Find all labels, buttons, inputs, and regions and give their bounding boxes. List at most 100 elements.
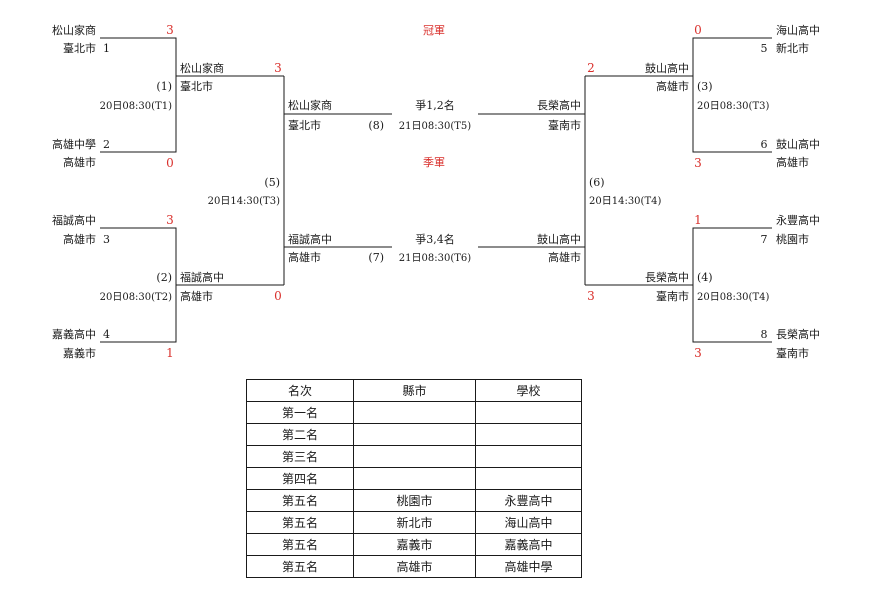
team-seed: 4 bbox=[103, 328, 110, 341]
match-time: 20日08:30(T2) bbox=[100, 292, 172, 303]
team-seed: 8 bbox=[761, 328, 768, 341]
team-school: 高雄中學 bbox=[52, 137, 96, 151]
team-score: 3 bbox=[694, 156, 702, 170]
team-score: 3 bbox=[166, 23, 174, 37]
match-winner-city: 高雄市 bbox=[180, 289, 213, 303]
team-seed-1: 松山家商 3 臺北市 1 bbox=[52, 23, 174, 55]
third-match-time: 21日08:30(T6) bbox=[399, 253, 471, 264]
ranking-rank: 第五名 bbox=[246, 533, 354, 556]
ranking-city bbox=[353, 423, 476, 446]
match-loser-number: (7) bbox=[368, 251, 384, 264]
match-loser-city: 高雄市 bbox=[288, 250, 321, 264]
match-winner-city: 高雄市 bbox=[656, 79, 689, 93]
match-winner-school: 長榮高中 bbox=[645, 270, 689, 284]
team-school: 松山家商 bbox=[52, 23, 96, 37]
team-seed-8: 8 長榮高中 3 臺南市 bbox=[694, 327, 820, 360]
team-seed: 5 bbox=[761, 42, 768, 55]
team-city: 嘉義市 bbox=[63, 346, 96, 360]
match-time: 20日08:30(T4) bbox=[697, 292, 769, 303]
champion-title: 冠軍 bbox=[423, 24, 445, 37]
team-score: 1 bbox=[166, 346, 174, 360]
team-school: 嘉義高中 bbox=[52, 327, 96, 341]
match-winner-school: 長榮高中 bbox=[537, 98, 581, 112]
match-time: 20日08:30(T1) bbox=[100, 101, 172, 112]
ranking-school bbox=[475, 445, 582, 468]
match-winner-number: (8) bbox=[368, 119, 384, 132]
team-score: 3 bbox=[166, 213, 174, 227]
third-place-title: 季軍 bbox=[423, 156, 445, 169]
match-winner-school: 鼓山高中 bbox=[645, 61, 689, 75]
ranking-school bbox=[475, 401, 582, 424]
ranking-city bbox=[353, 467, 476, 490]
table-row: 第三名 bbox=[246, 445, 582, 468]
ranking-city: 新北市 bbox=[353, 511, 476, 534]
ranking-rank: 第五名 bbox=[246, 489, 354, 512]
right-bracket-lines bbox=[478, 37, 772, 343]
match-time: 20日14:30(T4) bbox=[589, 196, 661, 207]
match-number: (6) bbox=[589, 176, 605, 189]
match-time: 20日14:30(T3) bbox=[208, 196, 280, 207]
ranking-school: 海山高中 bbox=[475, 511, 582, 534]
team-city: 高雄市 bbox=[776, 155, 809, 169]
match-number: (4) bbox=[697, 271, 713, 284]
team-seed: 3 bbox=[103, 233, 110, 246]
ranking-school: 永豐高中 bbox=[475, 489, 582, 512]
team-city: 高雄市 bbox=[63, 232, 96, 246]
team-city: 臺北市 bbox=[63, 41, 96, 55]
match-number: (3) bbox=[697, 80, 713, 93]
ranking-header-school: 學校 bbox=[475, 379, 582, 402]
table-row: 第五名 嘉義市 嘉義高中 bbox=[246, 533, 582, 556]
team-score: 0 bbox=[166, 156, 174, 170]
team-city: 臺南市 bbox=[776, 346, 809, 360]
match-loser-school: 鼓山高中 bbox=[537, 232, 581, 246]
team-seed-4: 嘉義高中 4 嘉義市 1 bbox=[52, 327, 174, 360]
match-number: (2) bbox=[156, 271, 172, 284]
ranking-header-rank: 名次 bbox=[246, 379, 354, 402]
match-winner-school: 松山家商 bbox=[180, 61, 224, 75]
team-school: 鼓山高中 bbox=[776, 137, 820, 151]
match-6: (6) 20日14:30(T4) 長榮高中 臺南市 鼓山高中 高雄市 bbox=[537, 98, 661, 264]
match-score: 3 bbox=[274, 61, 282, 75]
match-loser-school: 福誠高中 bbox=[288, 232, 332, 246]
match-4: 長榮高中 (4) 3 臺南市 20日08:30(T4) bbox=[587, 270, 769, 303]
team-school: 永豐高中 bbox=[776, 213, 820, 227]
team-seed-2: 高雄中學 2 高雄市 0 bbox=[52, 137, 174, 170]
match-loser-city: 高雄市 bbox=[548, 250, 581, 264]
match-winner-city: 臺南市 bbox=[548, 118, 581, 132]
table-row: 第五名 高雄市 高雄中學 bbox=[246, 555, 582, 578]
ranking-school bbox=[475, 467, 582, 490]
team-seed-5: 0 海山高中 5 新北市 bbox=[694, 23, 820, 55]
table-row: 第四名 bbox=[246, 467, 582, 490]
ranking-rank: 第五名 bbox=[246, 511, 354, 534]
match-3: 2 鼓山高中 高雄市 (3) 20日08:30(T3) bbox=[587, 61, 769, 112]
match-score: 0 bbox=[274, 289, 282, 303]
final-time: 21日08:30(T5) bbox=[399, 121, 471, 132]
team-school: 海山高中 bbox=[776, 23, 820, 37]
left-bracket-lines bbox=[100, 37, 392, 343]
final-label: 爭1,2名 bbox=[415, 98, 455, 112]
ranking-city: 嘉義市 bbox=[353, 533, 476, 556]
ranking-table: 名次 縣市 學校 第一名 第二名 第三名 第四名 第五名 桃園市 永 bbox=[246, 379, 582, 578]
team-school: 長榮高中 bbox=[776, 327, 820, 341]
match-time: 20日08:30(T3) bbox=[697, 101, 769, 112]
ranking-header-city: 縣市 bbox=[353, 379, 476, 402]
team-seed: 6 bbox=[761, 138, 768, 151]
match-winner-city: 臺北市 bbox=[180, 79, 213, 93]
third-match-label: 爭3,4名 bbox=[415, 232, 455, 246]
match-winner-city: 臺北市 bbox=[288, 118, 321, 132]
match-winner-school: 福誠高中 bbox=[180, 270, 224, 284]
table-row: 第一名 bbox=[246, 401, 582, 424]
ranking-city: 桃園市 bbox=[353, 489, 476, 512]
team-score: 3 bbox=[694, 346, 702, 360]
ranking-rank: 第四名 bbox=[246, 467, 354, 490]
ranking-rank: 第三名 bbox=[246, 445, 354, 468]
bracket-line-r1-m3 bbox=[692, 37, 772, 153]
table-row: 第五名 桃園市 永豐高中 bbox=[246, 489, 582, 512]
match-1: (1) 20日08:30(T1) 松山家商 臺北市 3 bbox=[100, 61, 282, 112]
table-row: 第五名 新北市 海山高中 bbox=[246, 511, 582, 534]
team-score: 1 bbox=[694, 213, 702, 227]
bracket-line-r1-m1 bbox=[100, 37, 177, 153]
match-number: (5) bbox=[264, 176, 280, 189]
team-seed: 1 bbox=[103, 42, 110, 55]
